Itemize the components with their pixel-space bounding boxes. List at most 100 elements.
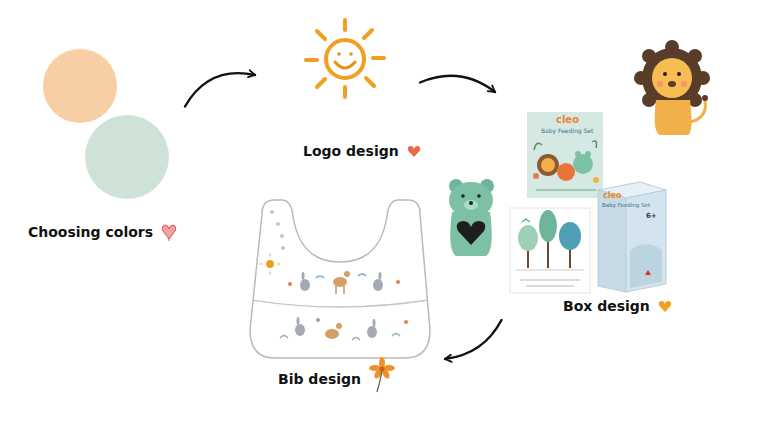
illustration-part [659,300,671,311]
illustration-part [665,40,679,54]
illustration-part [43,49,117,123]
illustration-part [373,319,376,327]
illustration-part [559,222,581,250]
illustration-part [306,58,317,62]
illustration-part [270,272,271,274]
illustration-part [343,20,347,30]
illustration-part [343,87,347,97]
illustration-part [518,225,538,251]
illustration-part [634,40,710,135]
stage-node: Choosing colors [25,45,185,250]
illustration-part [630,244,662,288]
illustration-part [663,72,667,76]
illustration-part [527,112,603,198]
illustration-part [557,163,575,181]
illustration-part [464,200,478,210]
illustration-part [297,317,300,325]
illustration-part [585,151,591,157]
illustration-part [477,194,481,198]
illustration-part [270,210,285,250]
illustration-part [379,272,382,280]
stage-label: Bib design [278,371,361,387]
illustration-part [539,210,557,242]
illustration-part [336,323,342,329]
illustration-part [281,246,285,250]
illustration-part [358,274,366,276]
illustration-part [162,225,175,239]
illustration-part [469,201,473,205]
illustration-part [645,270,651,275]
stage-label: Logo design [303,143,399,159]
package-print: cleo [556,115,579,125]
illustration-part [461,194,465,198]
illustration-part [366,78,374,86]
illustration-part [369,357,395,380]
illustration-part [344,271,350,277]
illustration-part [407,145,419,156]
illustration-part [520,280,580,286]
illustration-part [316,276,324,278]
illustration-part [634,40,710,107]
illustration-part [270,210,274,214]
illustration-part [316,318,320,322]
illustration-part [276,222,280,226]
illustration-part [367,326,377,338]
illustration-part [335,286,336,294]
illustration-part [270,254,271,256]
illustration-part [690,100,705,122]
illustration-part [657,81,663,87]
illustration-part [681,81,687,87]
illustration-part [510,208,590,293]
illustration-part [642,48,702,108]
illustration-part [537,154,559,176]
illustration-part [295,324,305,336]
illustration-part [373,279,383,291]
illustration-part [280,271,408,340]
illustration-part [652,58,692,98]
illustration-part [534,143,542,150]
illustration-part [696,71,710,85]
flow-arrow [445,320,502,359]
illustration-part [533,141,599,190]
illustration-part [260,254,280,274]
stage-label: Box design [563,298,650,314]
illustration-part [573,154,593,174]
illustration-part [260,264,262,265]
illustration-part [266,260,274,268]
package-print: 6+ [646,213,657,220]
flow-arrow [420,76,495,92]
illustration-part [533,173,539,179]
illustration-part [333,277,347,287]
illustration-part [377,371,382,392]
illustration-part [306,20,384,97]
illustration-part [677,72,681,76]
illustration-part [634,71,648,85]
illustration-part [450,212,492,256]
heart-icon [658,300,672,313]
illustration-part [449,179,494,256]
illustration-part [250,200,430,358]
illustration-part [349,52,353,56]
flow-arrow [185,73,255,106]
illustration-part [516,270,584,271]
illustration-part [642,93,656,107]
illustration-part [317,31,325,39]
flower-icon [369,357,395,393]
illustration-part [280,334,400,341]
illustration-part [326,40,364,78]
stage-node: Bib design [245,195,445,395]
stage-node: Logo design [255,15,420,165]
package-print: Baby Feeding Set [541,128,593,134]
illustration-part [335,62,355,68]
illustration-part [300,279,310,291]
package-print: Baby Feeding Set [602,203,650,209]
illustration-part [380,367,385,372]
illustration-part [373,56,384,60]
illustration-part [592,141,597,148]
stage-node: Box design [495,35,712,320]
illustration-part [288,282,292,286]
illustration-part [325,329,339,339]
heart-icon [161,223,177,241]
illustration-part [522,219,530,222]
illustration-part [404,320,408,324]
